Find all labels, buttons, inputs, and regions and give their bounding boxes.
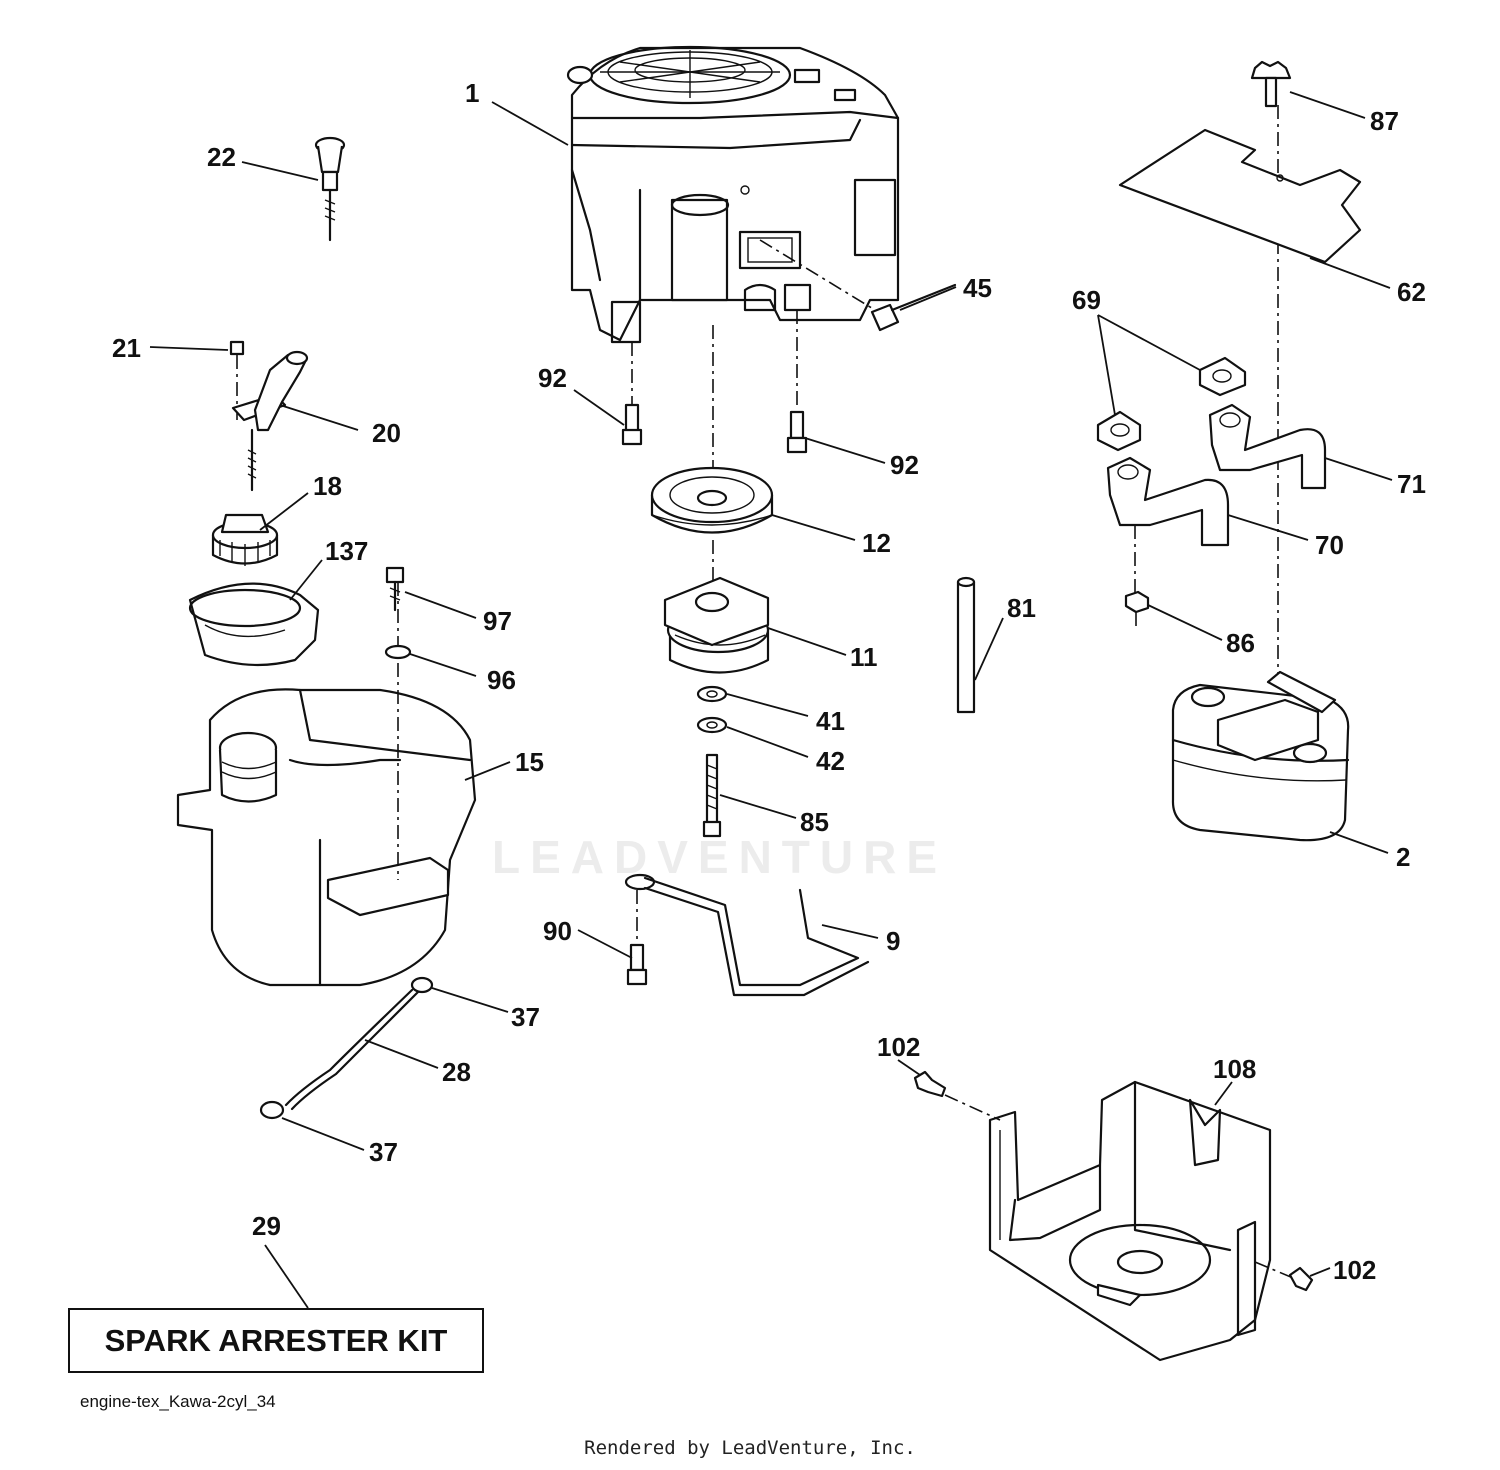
callout-1: 1 (465, 78, 479, 108)
callout-92-right: 92 (890, 450, 919, 480)
muffler-part (1171, 670, 1350, 842)
knob-87-part (1250, 60, 1292, 680)
callout-15: 15 (515, 747, 544, 777)
watermark: LEADVENTURE (492, 831, 947, 883)
exhaust-pipe-70-part (1106, 456, 1230, 595)
callout-12: 12 (862, 528, 891, 558)
exhaust-pipe-71-part (1208, 403, 1327, 490)
fuel-cap-part (211, 513, 279, 566)
callout-108: 108 (1213, 1054, 1256, 1084)
diagram-id: engine-tex_Kawa-2cyl_34 (80, 1392, 276, 1411)
callout-18: 18 (313, 471, 342, 501)
callout-137: 137 (325, 536, 368, 566)
callout-9: 9 (886, 926, 900, 956)
callout-29: 29 (252, 1211, 281, 1241)
callout-2: 2 (1396, 842, 1410, 872)
callout-97: 97 (483, 606, 512, 636)
throttle-control-part (229, 340, 309, 492)
callout-85: 85 (800, 807, 829, 837)
callout-20: 20 (372, 418, 401, 448)
callout-11: 11 (850, 642, 878, 672)
bolt-90-part (626, 890, 648, 986)
callout-92-left: 92 (538, 363, 567, 393)
dipstick-part (314, 136, 346, 242)
nut-86-part (1124, 590, 1150, 628)
spark-arrester-kit-label: SPARK ARRESTER KIT (68, 1308, 484, 1373)
pulley-part (650, 325, 774, 534)
callout-90: 90 (543, 916, 572, 946)
clutch-part (663, 540, 770, 674)
callout-96: 96 (487, 665, 516, 695)
washer-42-part (696, 716, 728, 734)
sensor-45-part (759, 239, 957, 332)
washer-41-part (696, 685, 728, 703)
callout-81: 81 (1007, 593, 1036, 623)
rod-9-part (624, 873, 870, 997)
callout-37-upper: 37 (511, 1002, 540, 1032)
gasket-69-part (1096, 356, 1247, 452)
screw-97-part (384, 566, 412, 660)
callout-22: 22 (207, 142, 236, 172)
rendered-by-footer: Rendered by LeadVenture, Inc. (584, 1437, 916, 1459)
base-pan-part (988, 1080, 1272, 1362)
callout-45: 45 (963, 273, 992, 303)
callout-102-lower: 102 (1333, 1255, 1376, 1285)
fuel-line-part (259, 976, 434, 1120)
engine-bolts-part (621, 310, 808, 454)
callout-102-upper: 102 (877, 1032, 920, 1062)
clamp-lower (259, 1100, 285, 1120)
callout-28: 28 (442, 1057, 471, 1087)
callout-37-lower: 37 (369, 1137, 398, 1167)
screw-102-upper-part (913, 1070, 1001, 1121)
callout-62: 62 (1397, 277, 1426, 307)
leader-lines (149, 91, 1393, 1309)
callout-21: 21 (112, 333, 141, 363)
callout-70: 70 (1315, 530, 1344, 560)
callout-41: 41 (816, 706, 845, 736)
heat-shield-part (1118, 128, 1362, 264)
callout-71: 71 (1397, 469, 1426, 499)
bolt-85-part (702, 753, 722, 838)
screw-102-lower-part (1254, 1261, 1314, 1292)
fuel-tank-part (176, 582, 477, 987)
engine-part (566, 45, 900, 344)
tube-81-part (956, 576, 976, 714)
callout-69: 69 (1072, 285, 1101, 315)
callout-86: 86 (1226, 628, 1255, 658)
tank-shroud-part (188, 582, 320, 667)
clamp-upper (410, 976, 434, 994)
callout-42: 42 (816, 746, 845, 776)
callout-87: 87 (1370, 106, 1399, 136)
callout-labels: 1 22 21 20 18 137 97 96 15 37 28 37 29 4… (112, 78, 1426, 1285)
